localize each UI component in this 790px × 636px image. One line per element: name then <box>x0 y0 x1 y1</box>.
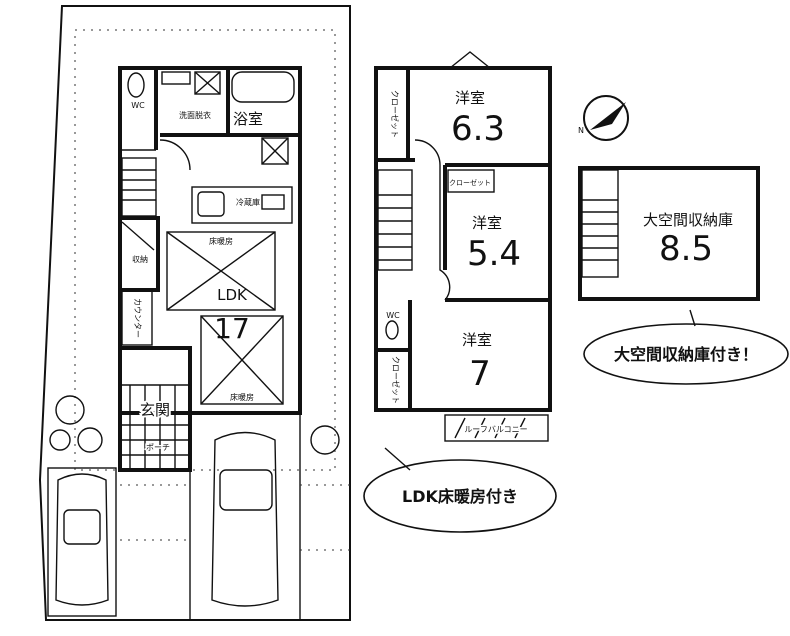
room1-label: 洋室 <box>455 89 485 107</box>
ldk-label: LDK <box>217 286 248 304</box>
closet3-label: クローゼット <box>391 356 401 404</box>
storage-label: 収納 <box>132 254 148 264</box>
floor-heating-label-2: 床暖房 <box>230 392 254 402</box>
third-floor <box>578 166 760 301</box>
compass-north-label: N <box>578 126 584 135</box>
car-icon <box>211 431 279 607</box>
porch-label: ポーチ <box>146 443 170 452</box>
room1-size: 6.3 <box>451 109 505 149</box>
ldk-size: 17 <box>214 312 250 345</box>
garden-trees <box>49 395 340 455</box>
closet2-label: クローゼット <box>449 178 491 187</box>
parking <box>47 412 350 621</box>
compass-icon: N <box>578 95 629 141</box>
lot-boundary <box>38 5 351 621</box>
car-icon-2 <box>55 473 109 606</box>
room3-size: 7 <box>469 354 491 394</box>
room2-size: 5.4 <box>467 234 521 274</box>
counter-label: カウンター <box>133 298 142 338</box>
balcony-label: ルーフバルコニー <box>464 425 527 434</box>
bath-label: 浴室 <box>233 110 263 128</box>
setback-line <box>74 29 336 471</box>
room2-label: 洋室 <box>472 214 502 232</box>
storage-room-size: 8.5 <box>659 229 713 269</box>
closet1-label: クローゼット <box>390 90 400 138</box>
storage-room-label: 大空間収納庫 <box>643 211 733 229</box>
washroom-label: 洗面脱衣 <box>179 110 211 120</box>
room3-label: 洋室 <box>462 331 492 349</box>
storage-callout-text: 大空間収納庫付き！ <box>614 345 758 364</box>
heating-callout-bubble <box>363 459 557 533</box>
second-floor <box>374 51 552 442</box>
entrance-label: 玄関 <box>140 401 170 419</box>
wc2-label: WC <box>386 311 400 320</box>
storage-callout-bubble <box>583 323 789 385</box>
wc-label: WC <box>131 101 145 110</box>
fridge-label: 冷蔵庫 <box>236 197 260 207</box>
floor-heating-label-1: 床暖房 <box>209 236 233 246</box>
heating-callout-text: LDK床暖房付き <box>402 487 518 506</box>
